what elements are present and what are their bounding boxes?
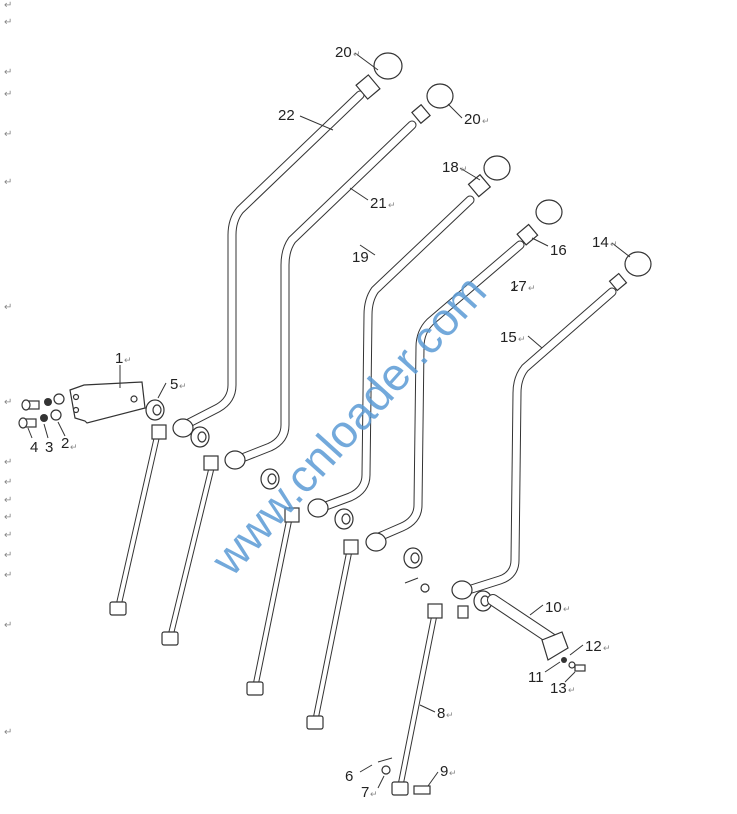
return-mark: ↵ [568,685,576,695]
margin-mark: ↵ [4,457,13,468]
fasteners-2-3-4 [18,393,65,429]
label-2: 2 [61,435,69,452]
margin-mark: ↵ [4,550,13,561]
knob-20-second [411,83,454,125]
margin-mark: ↵ [4,129,13,140]
margin-mark: ↵ [4,477,13,488]
return-mark: ↵ [388,200,396,210]
label-8: 8 [437,705,445,722]
knob-20-top [355,52,403,100]
label-15: 15 [500,329,517,346]
return-mark: ↵ [528,283,536,293]
label-17: 17 [510,278,527,295]
label-20-second: 20 [464,111,481,128]
lever-17 [367,240,525,545]
label-3: 3 [45,439,53,456]
lower-rods [115,429,438,791]
label-10: 10 [545,599,562,616]
margin-mark: ↵ [4,570,13,581]
margin-mark: ↵ [4,302,13,313]
return-mark: ↵ [179,381,187,391]
margin-mark: ↵ [4,0,13,11]
return-mark: ↵ [482,116,490,126]
lever-21 [232,120,417,465]
label-1: 1 [115,350,123,367]
return-mark: ↵ [563,604,571,614]
rod-end-clevises [109,601,409,796]
label-11: 11 [528,669,544,686]
lever-22 [180,90,365,430]
return-mark: ↵ [353,49,361,59]
label-22: 22 [278,107,295,124]
margin-mark: ↵ [4,67,13,78]
pins-6-7-9 [377,577,469,795]
margin-mark: ↵ [4,397,13,408]
margin-mark: ↵ [4,177,13,188]
return-mark: ↵ [70,442,78,452]
label-21: 21 [370,195,387,212]
return-mark: ↵ [603,643,611,653]
label-13: 13 [550,680,567,697]
return-mark: ↵ [518,334,526,344]
watermark-text: www.cnloader.com [200,265,496,586]
return-mark: ↵ [610,239,618,249]
margin-mark: ↵ [4,512,13,523]
margin-mark: ↵ [4,727,13,738]
part-labels: 20↵ 22 20↵ 18↵ 21↵ 14↵ 16 19 17↵ 15↵ 1↵ … [30,44,618,801]
pivot-hubs [151,418,473,619]
knob-14 [608,251,652,292]
washers-5 [145,399,493,612]
label-12: 12 [585,638,602,655]
margin-mark: ↵ [4,620,13,631]
knob-16 [516,199,563,246]
return-mark: ↵ [460,164,468,174]
margin-mark: ↵ [4,89,13,100]
label-18: 18 [442,159,459,176]
return-mark: ↵ [446,710,454,720]
knob-18 [467,155,511,198]
shaft-10 [487,594,586,672]
label-6: 6 [345,768,353,785]
return-mark: ↵ [370,789,378,799]
label-14: 14 [592,234,609,251]
label-19: 19 [352,249,369,266]
margin-mark: ↵ [4,530,13,541]
label-16: 16 [550,242,567,259]
return-mark: ↵ [449,768,457,778]
leader-lines [27,52,631,789]
lever-15 [457,287,617,597]
label-4: 4 [30,439,38,456]
return-mark: ↵ [124,355,132,365]
label-7: 7 [361,784,369,801]
bracket-1 [69,381,146,424]
lever-19 [310,195,475,515]
label-20: 20 [335,44,352,61]
margin-mark: ↵ [4,495,13,506]
label-5: 5 [170,376,178,393]
margin-mark: ↵ [4,17,13,28]
label-9: 9 [440,763,448,780]
